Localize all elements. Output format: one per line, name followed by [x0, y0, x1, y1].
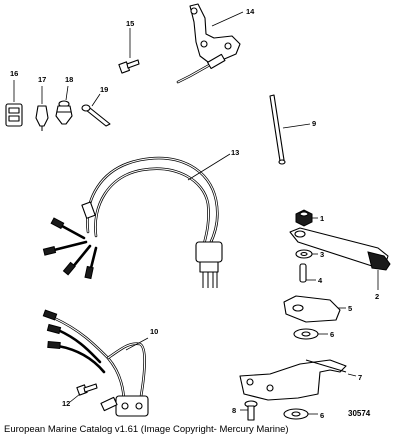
part-3-washer — [295, 249, 318, 259]
callout-4: 4 — [318, 276, 323, 285]
part-14-bracket — [176, 3, 244, 84]
part-5-cam-plate — [283, 295, 346, 323]
callout-6-upper: 6 — [330, 330, 334, 339]
callout-19: 19 — [100, 85, 108, 94]
callout-12: 12 — [62, 399, 70, 408]
part-12-screw — [69, 383, 118, 412]
part-6-washer-upper — [293, 328, 328, 340]
callout-17: 17 — [38, 75, 46, 84]
part-6-washer-lower — [283, 408, 318, 420]
callout-8: 8 — [232, 406, 236, 415]
part-2-lever-arm — [289, 227, 391, 290]
part-9-pin — [269, 94, 311, 165]
part-13-harness — [42, 153, 231, 288]
part-16-connector — [5, 80, 23, 127]
callout-14: 14 — [246, 7, 255, 16]
part-15-bolt — [118, 28, 140, 74]
copyright-footer: European Marine Catalog v1.61 (Image Cop… — [4, 424, 289, 435]
part-17-terminal — [35, 86, 49, 131]
callout-18: 18 — [65, 75, 73, 84]
part-7-bracket — [239, 359, 357, 401]
callout-1: 1 — [320, 214, 324, 223]
callout-16: 16 — [10, 69, 18, 78]
callout-labels: 14 15 16 17 18 19 9 13 1 3 4 2 5 6 10 7 … — [10, 7, 379, 420]
part-8-screw — [240, 400, 258, 421]
part-18-grommet — [55, 85, 73, 125]
callout-10: 10 — [150, 327, 158, 336]
callout-2: 2 — [375, 292, 379, 301]
callout-7: 7 — [358, 373, 362, 382]
part-4-pin — [299, 263, 316, 283]
part-10-cable-harness — [42, 309, 149, 417]
callout-6-lower: 6 — [320, 411, 324, 420]
callout-3: 3 — [320, 250, 324, 259]
callout-15: 15 — [126, 19, 134, 28]
callout-9: 9 — [312, 119, 316, 128]
part-19-cotter-pin — [81, 93, 111, 127]
part-1-nut — [295, 209, 318, 227]
reference-number: 30574 — [348, 409, 371, 418]
callout-5: 5 — [348, 304, 352, 313]
callout-13: 13 — [231, 148, 239, 157]
